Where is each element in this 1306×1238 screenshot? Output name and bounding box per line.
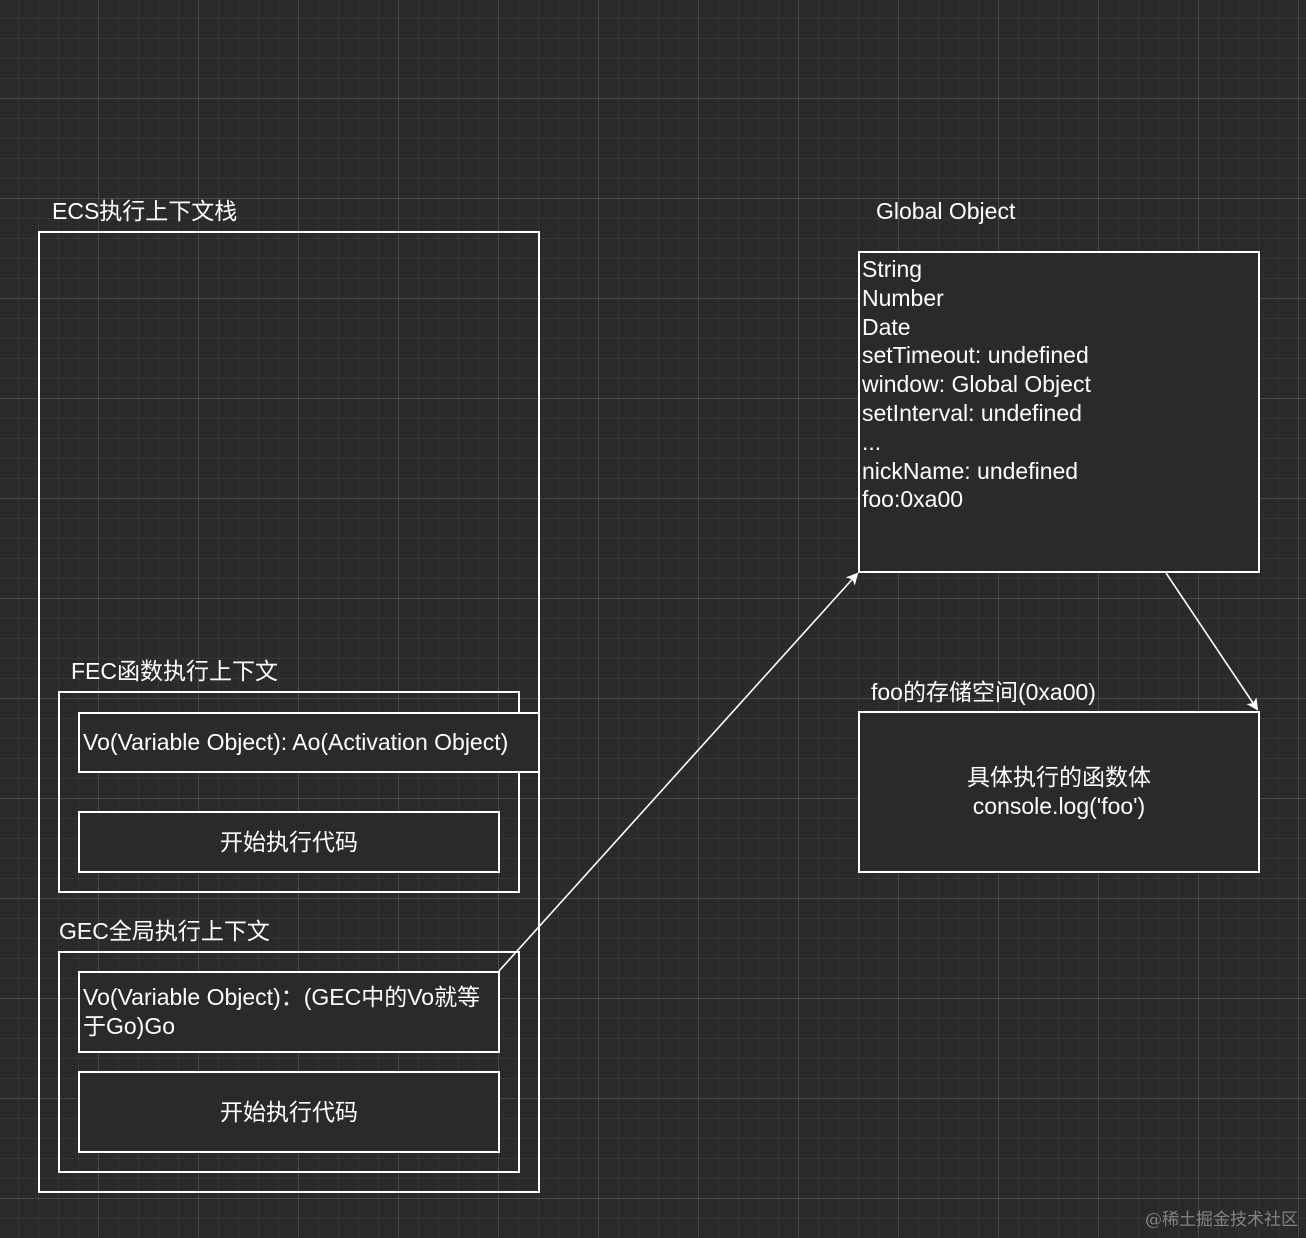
watermark: @稀土掘金技术社区 (1145, 1210, 1298, 1230)
foo-body-line1: 具体执行的函数体 (967, 764, 1151, 790)
go-item: foo:0xa00 (862, 486, 964, 513)
gec-title: GEC全局执行上下文 (59, 918, 270, 944)
ecs-title: ECS执行上下文栈 (52, 198, 238, 224)
fec-exec-box[interactable]: 开始执行代码 (78, 811, 500, 873)
foo-body-line2: console.log('foo') (972, 793, 1146, 819)
go-item: String (862, 256, 923, 282)
go-item: Date (862, 313, 911, 340)
go-item: Number (862, 284, 944, 311)
go-item: setTimeout: undefined (862, 342, 1089, 369)
arrow-global-object-to-foo-storage (1165, 572, 1259, 711)
go-item: setInterval: undefined (862, 399, 1082, 426)
arrow-gec-vo-to-global-object (498, 572, 859, 972)
gec-context-box[interactable] (58, 951, 520, 1173)
gec-exec-box[interactable]: 开始执行代码 (78, 1071, 500, 1153)
fec-exec-text: 开始执行代码 (220, 828, 358, 855)
fec-vo-box[interactable]: Vo(Variable Object): Ao(Activation Objec… (78, 712, 540, 773)
global-object-box[interactable]: String Number Date setTimeout: undefined… (858, 251, 1260, 573)
fec-title: FEC函数执行上下文 (71, 658, 278, 684)
gec-vo-line1: Vo(Variable Object)：(GEC中的Vo就等 (83, 984, 481, 1010)
go-item: window: Global Object (862, 371, 1091, 398)
foo-storage-title: foo的存储空间(0xa00) (871, 679, 1096, 705)
go-item: ... (862, 428, 882, 455)
gec-vo-text: Vo(Variable Object)：(GEC中的Vo就等 于Go)Go (83, 983, 480, 1041)
go-item: nickName: undefined (862, 457, 1079, 484)
gec-vo-box[interactable]: Vo(Variable Object)：(GEC中的Vo就等 于Go)Go (78, 971, 500, 1053)
global-object-title: Global Object (876, 198, 1016, 224)
gec-vo-line2: 于Go)Go (83, 1013, 176, 1039)
fec-vo-text: Vo(Variable Object): Ao(Activation Objec… (83, 729, 509, 755)
foo-storage-box[interactable]: 具体执行的函数体 console.log('foo') (858, 711, 1260, 873)
gec-exec-text: 开始执行代码 (220, 1098, 358, 1125)
